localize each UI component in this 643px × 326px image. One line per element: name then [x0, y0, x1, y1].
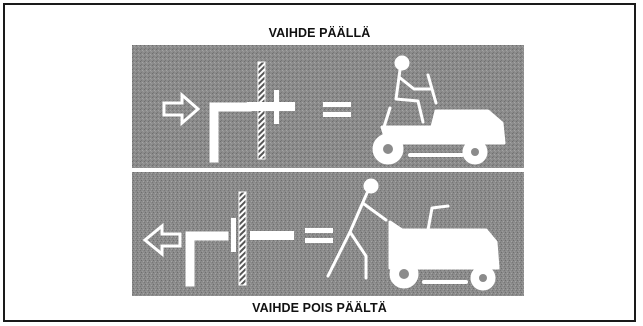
diagram-frame: VAIHDE PÄÄLLÄ — [3, 3, 636, 322]
panel-gear-engaged — [132, 45, 524, 168]
left-arrow-icon — [142, 222, 182, 258]
caption-gear-engaged: VAIHDE PÄÄLLÄ — [268, 26, 371, 40]
person-riding-mower-icon — [372, 55, 506, 165]
equals-icon — [305, 228, 333, 243]
lever-disengaged-icon — [185, 191, 294, 287]
caption-gear-disengaged: VAIHDE POIS PÄÄLTÄ — [252, 301, 387, 315]
equals-icon — [323, 102, 351, 117]
right-arrow-icon — [162, 91, 201, 127]
lever-engaged-icon — [209, 61, 295, 163]
panel-gear-disengaged — [132, 172, 524, 296]
person-pushing-mower-icon — [326, 178, 500, 291]
